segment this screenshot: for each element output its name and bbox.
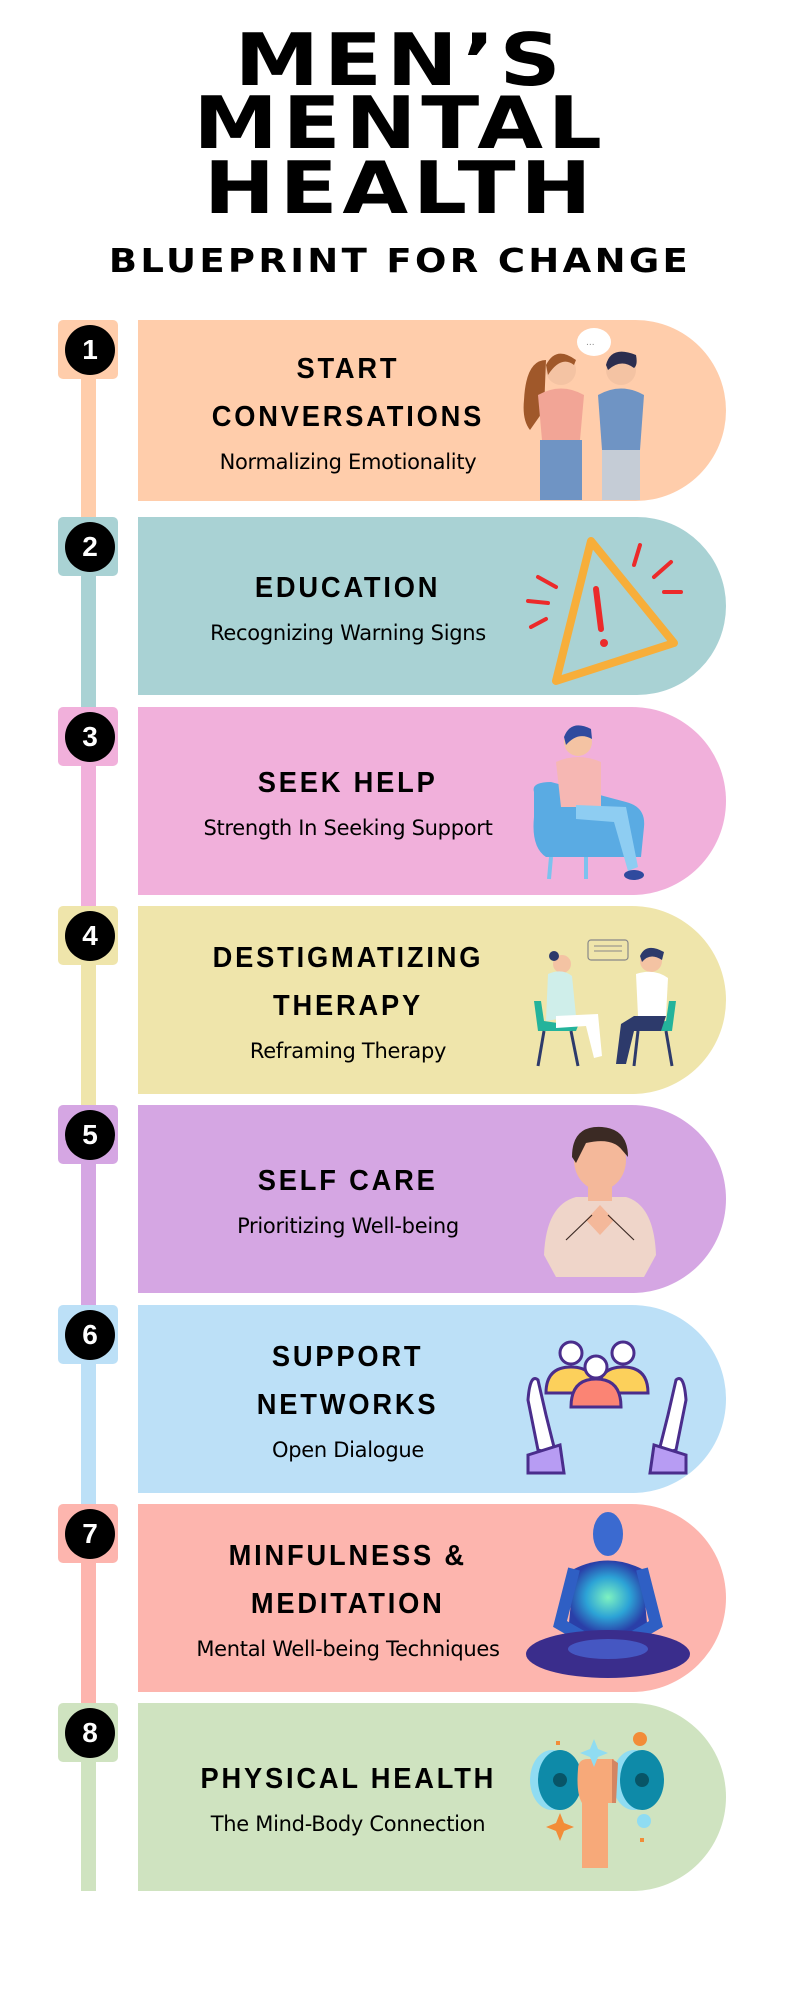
- step-title: DESTIGMATIZING THERAPY: [212, 942, 484, 1022]
- step-number-badge-7: 7: [58, 1504, 118, 1563]
- dumbbell-hand-icon: [516, 1703, 706, 1891]
- step-number-badge-3: 3: [58, 707, 118, 766]
- step-card-physical-health: PHYSICAL HEALTH The Mind-Body Connection: [138, 1703, 726, 1891]
- step-card-support-networks: SUPPORT NETWORKS Open Dialogue: [138, 1305, 726, 1493]
- main-title-line-1: MEN’S: [234, 18, 566, 102]
- step-number-badge-1: 1: [58, 320, 118, 379]
- group-in-hands-icon: [516, 1305, 706, 1493]
- step-card-education: EDUCATION Recognizing Warning Signs: [138, 517, 726, 695]
- person-in-armchair-icon: [516, 707, 706, 895]
- meditating-figure-icon: [516, 1504, 706, 1692]
- step-number: 8: [65, 1708, 115, 1758]
- svg-text:...: ...: [586, 338, 595, 348]
- step-subtitle: Normalizing Emotionality: [219, 449, 477, 474]
- step-number-badge-2: 2: [58, 517, 118, 576]
- step-title: SUPPORT NETWORKS: [257, 1341, 439, 1421]
- therapy-session-icon: [516, 906, 706, 1094]
- step-subtitle: Prioritizing Well-being: [237, 1214, 459, 1238]
- step-title: START CONVERSATIONS: [211, 352, 485, 433]
- timeline-rail-3: [81, 765, 96, 906]
- step-title: PHYSICAL HEALTH: [200, 1763, 496, 1795]
- step-number-badge-8: 8: [58, 1703, 118, 1762]
- timeline-rail-5: [81, 1163, 96, 1305]
- step-number: 5: [65, 1110, 115, 1160]
- step-number: 6: [65, 1310, 115, 1360]
- timeline-rail-2: [81, 575, 96, 707]
- step-title: EDUCATION: [255, 572, 441, 604]
- step-number: 4: [65, 911, 115, 961]
- step-card-self-care: SELF CARE Prioritizing Well-being: [138, 1105, 726, 1293]
- step-subtitle: Mental Well-being Techniques: [196, 1637, 500, 1661]
- step-number: 7: [65, 1509, 115, 1559]
- step-title: SEEK HELP: [258, 767, 438, 799]
- step-title: SELF CARE: [258, 1165, 438, 1197]
- timeline-rail-8: [81, 1761, 96, 1891]
- main-title-line-3: HEALTH: [203, 146, 597, 230]
- step-subtitle: Reframing Therapy: [249, 1039, 447, 1063]
- step-number: 2: [65, 522, 115, 572]
- step-subtitle: Strength In Seeking Support: [203, 816, 493, 840]
- step-card-seek-help: SEEK HELP Strength In Seeking Support: [138, 707, 726, 895]
- step-subtitle: Open Dialogue: [272, 1438, 424, 1462]
- step-number-badge-6: 6: [58, 1305, 118, 1364]
- step-subtitle: The Mind-Body Connection: [210, 1812, 486, 1836]
- timeline-rail-7: [81, 1562, 96, 1703]
- main-subtitle: BLUEPRINT FOR CHANGE: [108, 241, 692, 280]
- two-people-talking-icon: ...: [516, 320, 706, 501]
- step-number: 1: [65, 325, 115, 375]
- step-card-start-conversations: START CONVERSATIONS Normalizing Emotiona…: [138, 320, 726, 501]
- step-number-badge-5: 5: [58, 1105, 118, 1164]
- step-card-destigmatizing-therapy: DESTIGMATIZING THERAPY Reframing Therapy: [138, 906, 726, 1094]
- main-title-line-2: MENTAL: [193, 81, 607, 165]
- timeline-rail-1: [81, 378, 96, 517]
- step-card-mindfulness-meditation: MINFULNESS & MEDITATION Mental Well-bein…: [138, 1504, 726, 1692]
- self-hug-icon: [516, 1105, 706, 1293]
- step-title: MINFULNESS & MEDITATION: [228, 1540, 468, 1620]
- step-number-badge-4: 4: [58, 906, 118, 965]
- step-subtitle: Recognizing Warning Signs: [210, 621, 486, 645]
- timeline-rail-6: [81, 1363, 96, 1504]
- step-number: 3: [65, 712, 115, 762]
- timeline-rail-4: [81, 964, 96, 1105]
- warning-triangle-icon: [516, 517, 706, 695]
